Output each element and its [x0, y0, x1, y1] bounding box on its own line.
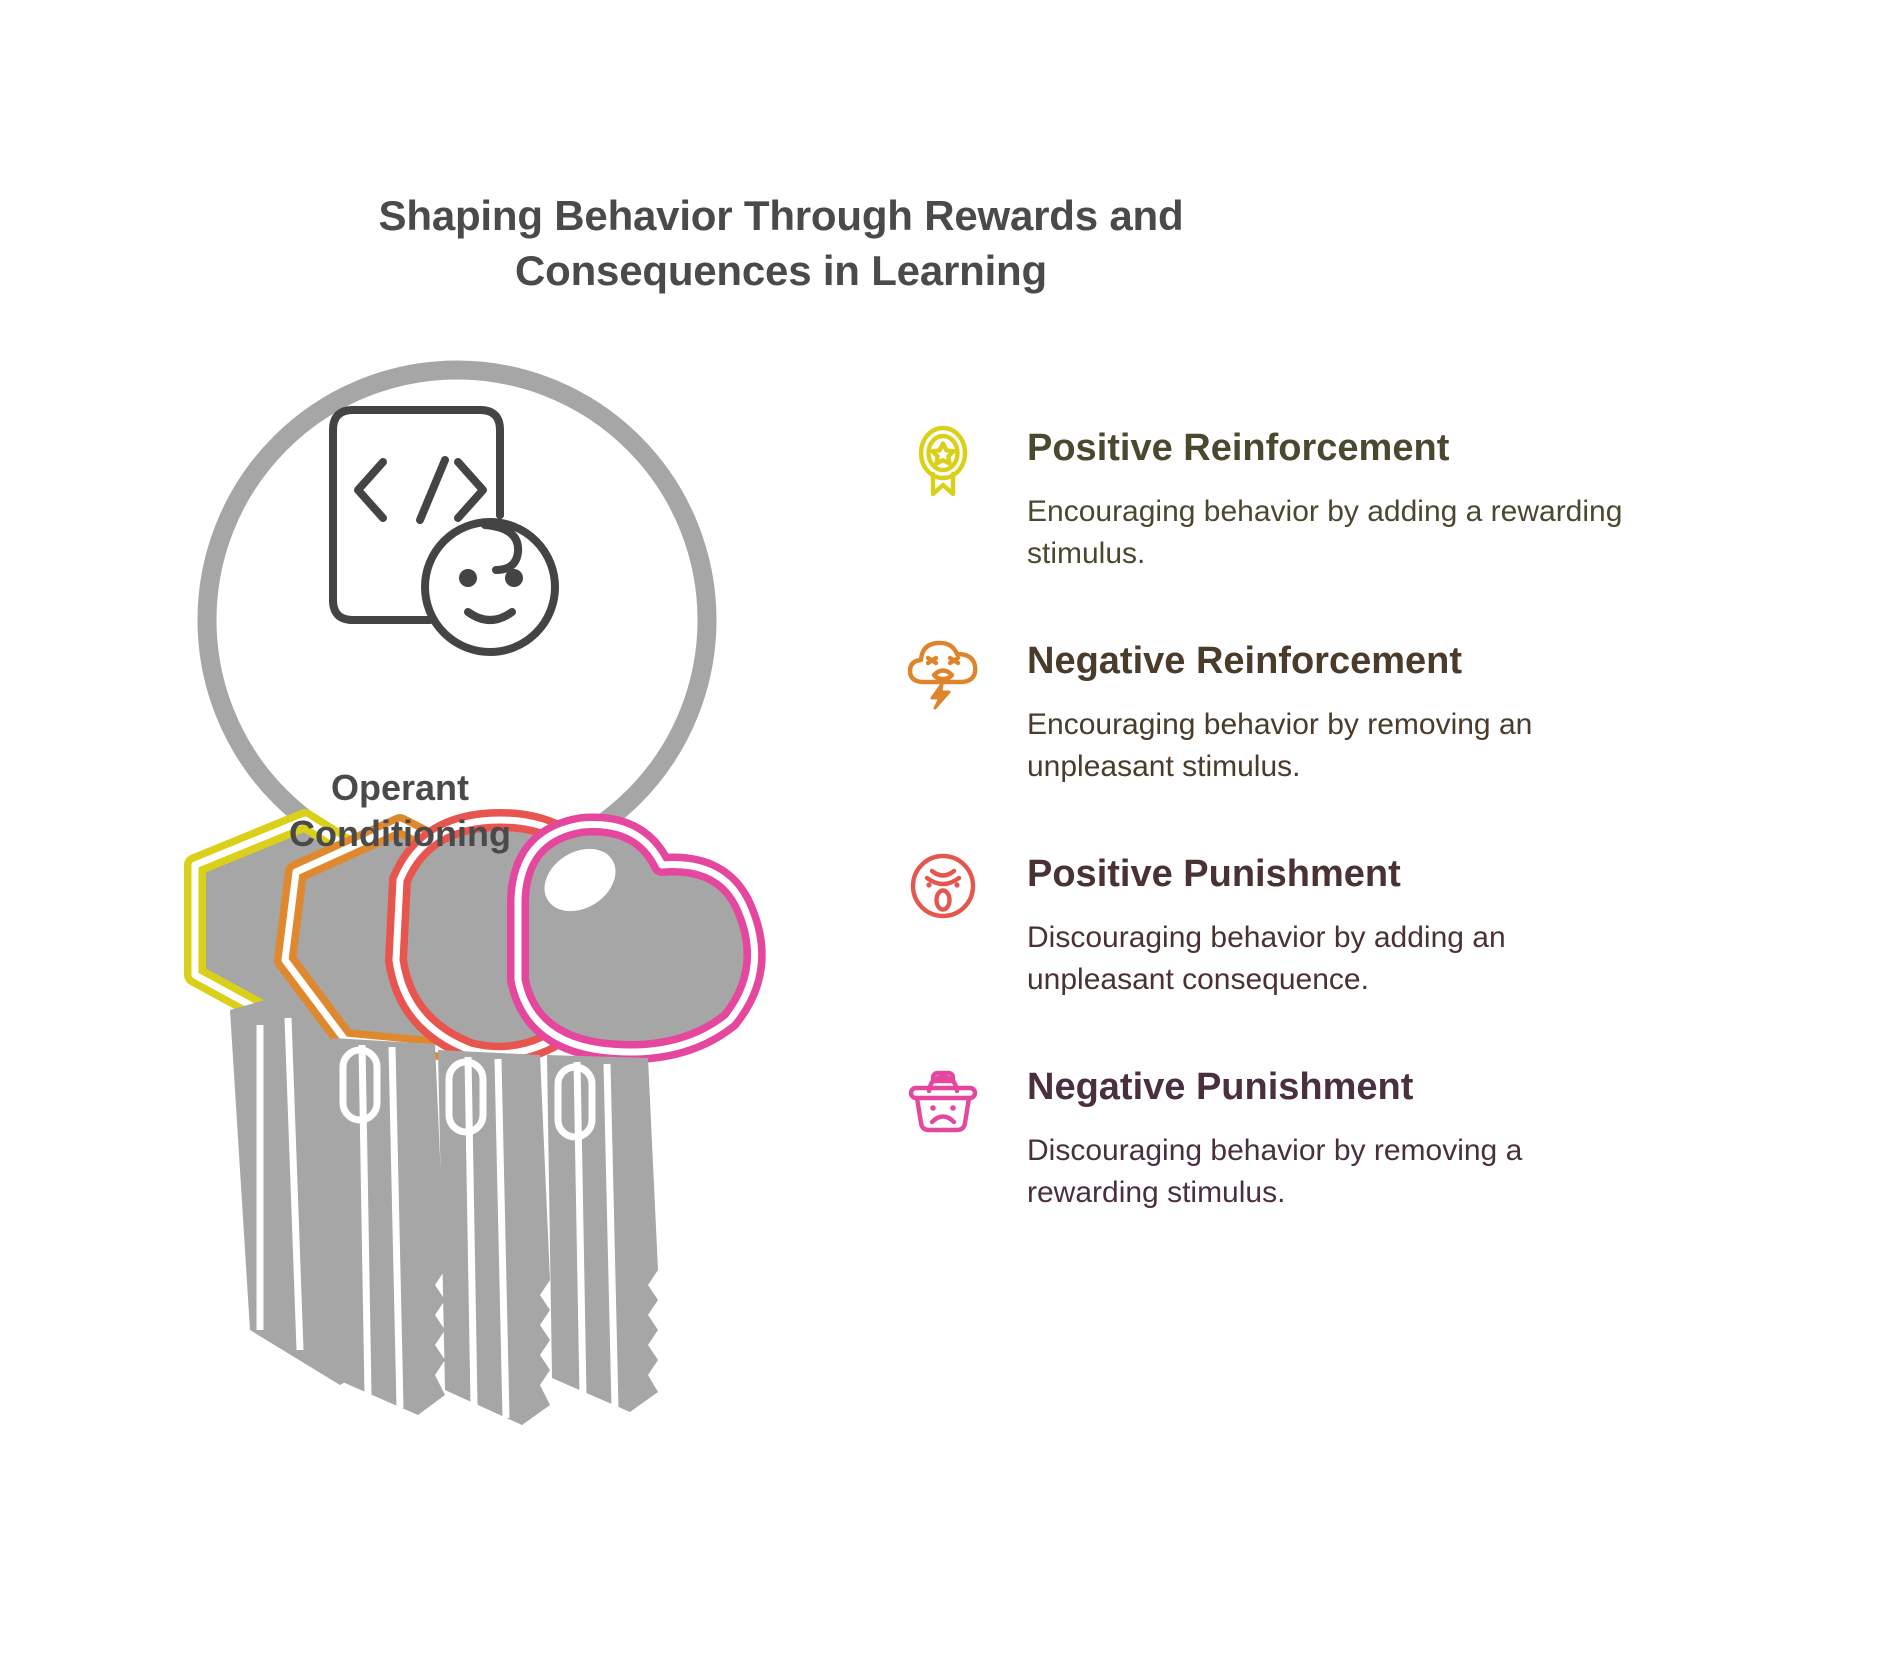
- shocked-face-icon: [905, 848, 981, 924]
- operant-conditioning-illustration: [100, 320, 840, 1570]
- list-item-positive-punishment: Positive Punishment Discouraging behavio…: [905, 846, 1725, 1002]
- list-item-negative-punishment: Negative Punishment Discouraging behavio…: [905, 1059, 1725, 1215]
- award-medal-icon: [905, 422, 981, 498]
- page-title: Shaping Behavior Through Rewards and Con…: [378, 192, 1184, 295]
- item-heading: Positive Reinforcement: [1027, 427, 1450, 469]
- item-body: Encouraging behavior by removing an unpl…: [1027, 707, 1533, 784]
- sad-basket-icon: [905, 1061, 981, 1137]
- key-pink: [507, 813, 766, 1412]
- center-label: Operant Conditioning: [285, 765, 515, 857]
- item-heading: Negative Reinforcement: [1027, 640, 1463, 683]
- item-body: Discouraging behavior by adding an unple…: [1027, 920, 1506, 997]
- item-body: Discouraging behavior by removing a rewa…: [1027, 1133, 1523, 1210]
- center-label-line-2: Conditioning: [289, 813, 511, 855]
- concept-list: Positive Reinforcement Encouraging behav…: [905, 420, 1725, 1215]
- list-item-positive-reinforcement: Positive Reinforcement Encouraging behav…: [905, 420, 1725, 576]
- code-baby-icon: [329, 406, 559, 656]
- item-heading: Negative Punishment: [1027, 1066, 1414, 1109]
- center-label-line-1: Operant: [330, 767, 470, 808]
- item-body: Encouraging behavior by adding a rewardi…: [1027, 494, 1623, 571]
- angry-storm-cloud-icon: [905, 635, 981, 711]
- list-item-negative-reinforcement: Negative Reinforcement Encouraging behav…: [905, 633, 1725, 789]
- item-heading: Positive Punishment: [1027, 853, 1401, 896]
